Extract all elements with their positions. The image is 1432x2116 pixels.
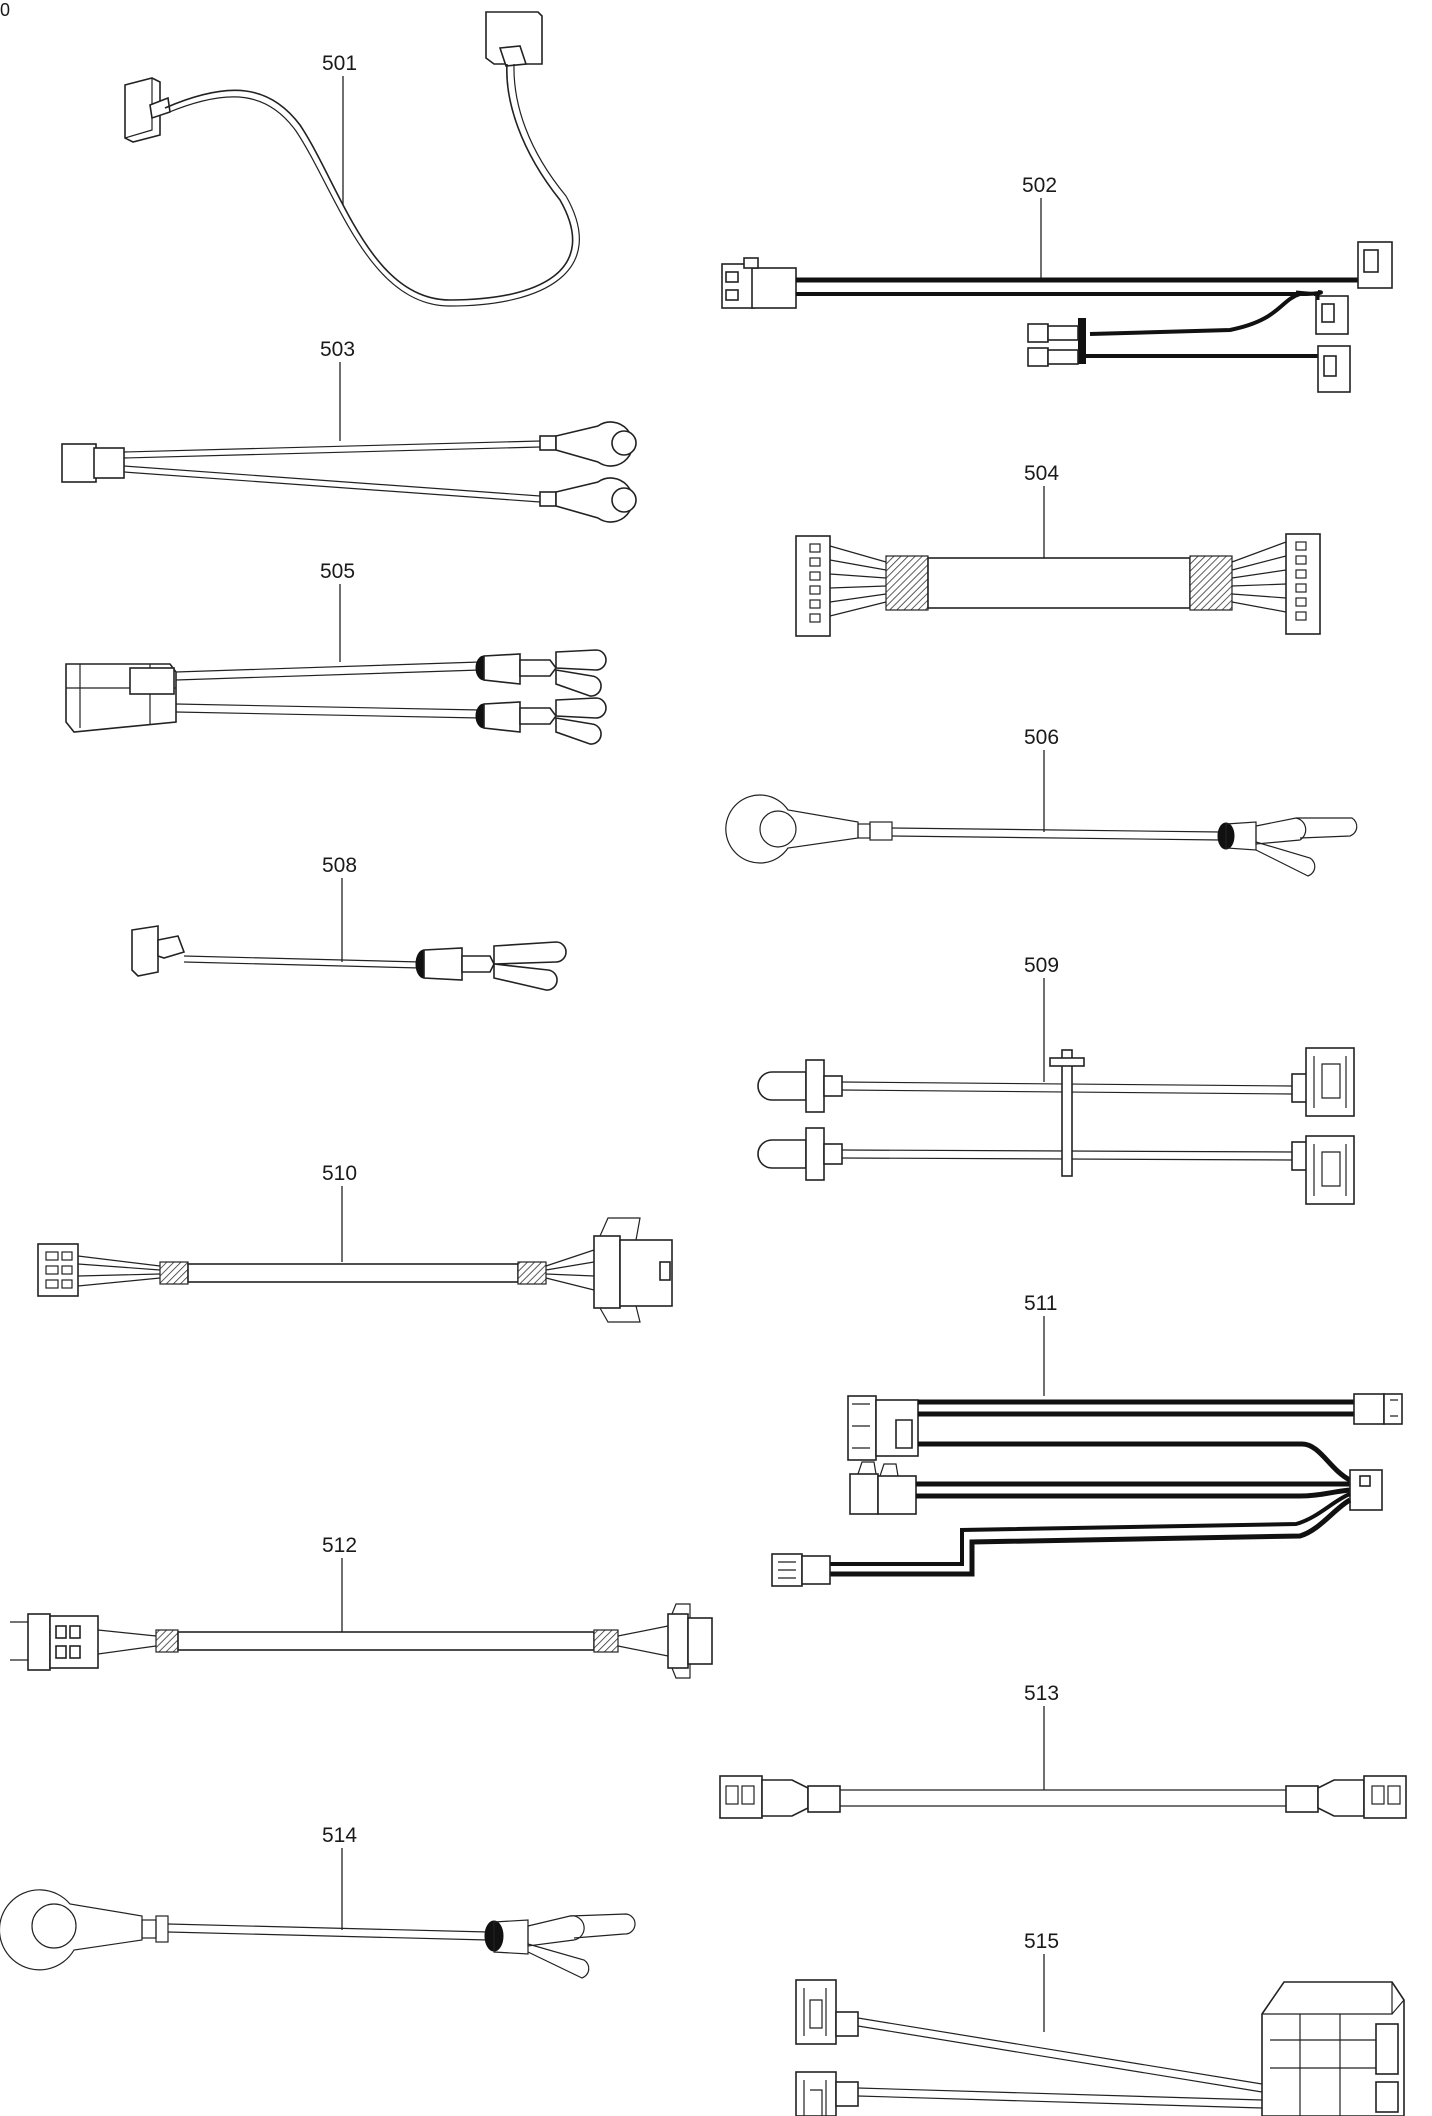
spade-terminal-icon [555,649,607,671]
corner-mark: 0 [0,0,10,20]
part-511: 511 [771,1292,1403,1587]
part-501: 501 [124,11,580,307]
part-label-510: 510 [322,1162,357,1185]
connector-icon [1305,1047,1355,1117]
ring-terminal-icon [0,1889,143,1971]
part-509: 509 [757,954,1355,1205]
cable-sleeve [593,1629,619,1653]
connector-icon [721,263,755,309]
part-label-501: 501 [322,52,357,75]
cable-sleeve [1189,555,1233,611]
connector-icon [849,1473,879,1515]
connector-icon [847,1395,877,1461]
connector-icon [1363,1775,1407,1819]
part-515: 515 [795,1930,1405,2116]
cable-sheath [927,557,1191,609]
spade-terminal-icon [527,1915,585,1947]
part-label-515: 515 [1024,1930,1059,1953]
cable-sheath [187,1263,519,1283]
cable-sleeve [517,1261,547,1285]
part-505: 505 [65,560,607,745]
connector-icon [1353,1393,1385,1425]
part-label-511: 511 [1024,1292,1057,1315]
cable-clip-icon [1061,1049,1073,1177]
probe-tip-icon [757,1139,807,1169]
spade-terminal-icon [555,697,607,719]
part-label-505: 505 [320,560,355,583]
spade-terminal-icon [493,941,567,965]
part-506: 506 [725,726,1358,877]
part-504: 504 [795,462,1321,637]
connector-icon [485,11,543,65]
part-508: 508 [131,854,567,991]
connector-icon [795,2071,837,2116]
part-label-509: 509 [1024,954,1059,977]
connector-icon [131,925,159,977]
connector-icon [27,1613,51,1671]
cable-sleeve [885,555,929,611]
ring-terminal-icon [725,794,859,864]
part-503: 503 [61,338,637,523]
part-512: 512 [10,1534,713,1679]
probe-tip-icon [757,1071,807,1101]
part-label-514: 514 [322,1824,357,1847]
part-label-502: 502 [1022,174,1057,197]
part-label-508: 508 [322,854,357,877]
cable-sheath [177,1631,595,1651]
cable-sleeve [155,1629,179,1653]
connector-icon [61,443,97,483]
connector-icon [795,1979,837,2045]
part-label-512: 512 [322,1534,357,1557]
part-514: 514 [0,1824,636,1979]
connector-icon [687,1617,713,1665]
part-510: 510 [37,1162,673,1323]
cable-clip-icon [1078,318,1086,364]
part-label-513: 513 [1024,1682,1059,1705]
connector-icon [1027,347,1049,367]
part-502: 502 [721,174,1393,393]
part-label-504: 504 [1024,462,1059,485]
part-513: 513 [719,1682,1407,1819]
connector-icon [1027,323,1049,343]
cable-sleeve [159,1261,189,1285]
connector-icon [1305,1135,1355,1205]
spade-terminal-icon [1255,817,1307,845]
part-label-506: 506 [1024,726,1059,749]
part-label-503: 503 [320,338,355,361]
